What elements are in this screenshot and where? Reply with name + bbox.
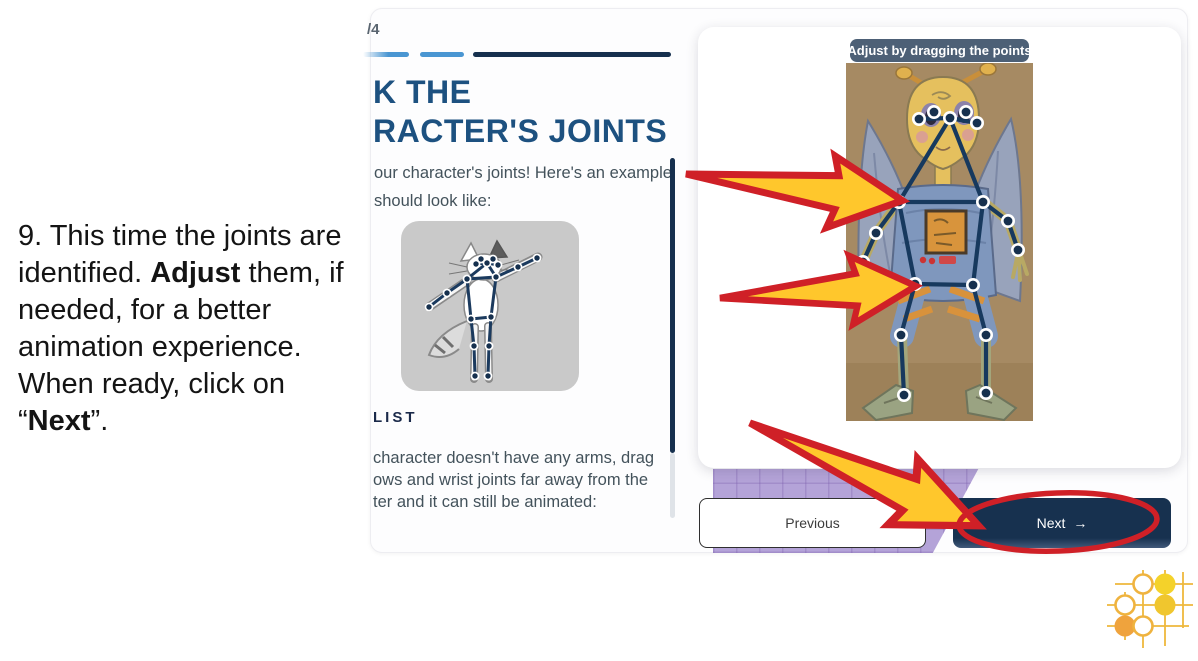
cat-joint-dots: [424, 253, 542, 381]
logo-stones: [1114, 573, 1176, 637]
intro-text: our character's joints! Here's an exampl…: [374, 164, 672, 210]
scrollbar-track[interactable]: [670, 453, 675, 518]
step-indicator: /4: [367, 21, 380, 38]
example-joints-image: [401, 221, 579, 391]
checklist-text: character doesn't have any arms, drag ow…: [373, 449, 655, 511]
arrow-right-icon: →: [1073, 515, 1088, 531]
caption-text: 9. This time the joints are identified. …: [18, 220, 344, 437]
checklist-heading: LIST: [373, 409, 418, 426]
character-joints-canvas[interactable]: [846, 63, 1033, 421]
cat-drawing: [424, 239, 543, 383]
scrollbar-thumb[interactable]: [670, 158, 675, 453]
app-window: /4 K THE RACTER'S JOINTS our character's…: [363, 8, 1188, 553]
drag-points-tooltip: Adjust by dragging the points: [847, 39, 1032, 62]
next-button[interactable]: Next →: [953, 498, 1171, 548]
progress-segment-2: [420, 52, 464, 57]
progress-segment-1: [363, 52, 409, 57]
character-card: Adjust by dragging the points: [698, 27, 1181, 468]
page-title: K THE RACTER'S JOINTS: [373, 74, 668, 149]
previous-button[interactable]: Previous: [699, 498, 926, 548]
progress-segment-3: [473, 52, 671, 57]
go-board-logo: [1107, 570, 1193, 648]
